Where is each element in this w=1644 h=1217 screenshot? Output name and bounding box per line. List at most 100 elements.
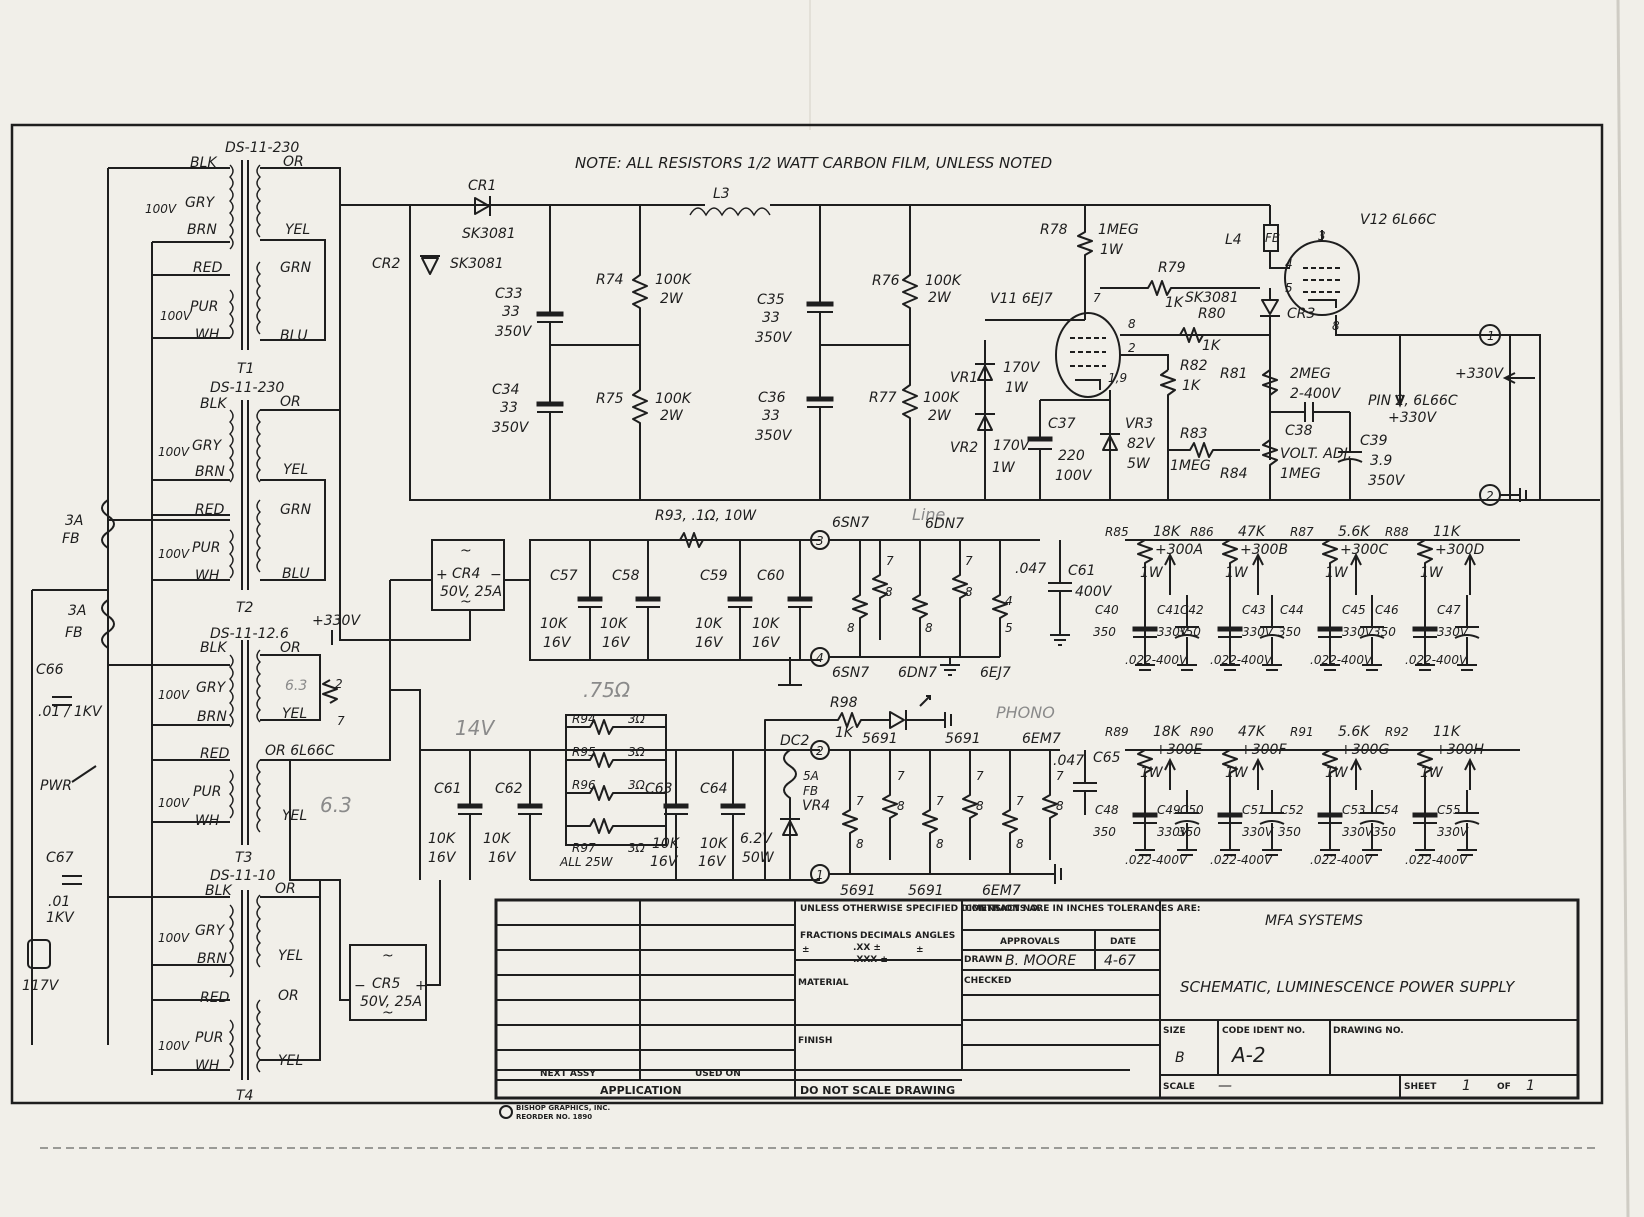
svg-text:33: 33 xyxy=(762,310,780,326)
svg-text:BISHOP GRAPHICS, INC.: BISHOP GRAPHICS, INC. xyxy=(516,1104,610,1112)
svg-text:10K: 10K xyxy=(652,836,681,852)
svg-text:6EM7: 6EM7 xyxy=(1022,731,1061,747)
svg-text:R95: R95 xyxy=(572,745,596,759)
divider-bottom-resistor-watt: 1W xyxy=(1140,765,1164,781)
svg-text:R76: R76 xyxy=(872,273,900,289)
svg-text:10K: 10K xyxy=(483,831,512,847)
svg-text:SCALE: SCALE xyxy=(1163,1082,1195,1092)
transformer-t1: DS-11-230 BLK OR 100V GRY BRN YEL RED GR… xyxy=(145,140,312,377)
svg-text:+330V: +330V xyxy=(1388,410,1437,426)
divider-top-resistor-value: 5.6K xyxy=(1338,524,1371,540)
svg-text:DS-11-12.6: DS-11-12.6 xyxy=(210,626,289,642)
svg-text:C60: C60 xyxy=(757,568,785,584)
svg-text:117V: 117V xyxy=(22,978,60,994)
svg-text:SK3081: SK3081 xyxy=(462,226,516,242)
svg-text:C57: C57 xyxy=(550,568,578,584)
svg-text:16V: 16V xyxy=(602,635,631,651)
divider-top-cap-ref: C43 xyxy=(1242,603,1266,617)
svg-text:7: 7 xyxy=(965,554,973,568)
svg-text:400V: 400V xyxy=(1075,584,1113,600)
svg-text:USED ON: USED ON xyxy=(695,1069,741,1079)
divider-bottom-resistor-ref: R92 xyxy=(1385,725,1409,739)
divider-top-cap-value: 350 xyxy=(1278,625,1301,639)
svg-text:R96: R96 xyxy=(572,778,596,792)
divider-bottom-cap-ref: C51 xyxy=(1242,803,1266,817)
svg-text:100V: 100V xyxy=(145,202,177,216)
svg-text:CR3: CR3 xyxy=(1287,306,1315,322)
divider-bottom-tap-label: +300E xyxy=(1155,742,1202,758)
svg-text:APPROVALS: APPROVALS xyxy=(1000,937,1060,947)
svg-text:16V: 16V xyxy=(698,854,727,870)
svg-text:1: 1 xyxy=(816,868,824,882)
divider-top-resistor-ref: R88 xyxy=(1385,525,1409,539)
svg-text:R77: R77 xyxy=(869,390,897,406)
divider-top-bypass-value: .022-400V xyxy=(1405,653,1468,667)
svg-text:PUR: PUR xyxy=(192,540,220,556)
svg-text:8: 8 xyxy=(1056,799,1064,813)
svg-text:1K: 1K xyxy=(1202,338,1222,354)
svg-text:APPLICATION: APPLICATION xyxy=(600,1084,682,1097)
svg-text:3Ω: 3Ω xyxy=(628,712,646,726)
svg-text:1,9: 1,9 xyxy=(1108,371,1127,385)
svg-text:YEL: YEL xyxy=(285,222,310,238)
divider-top-resistor-value: 11K xyxy=(1433,524,1462,540)
divider-top-resistor-value: 47K xyxy=(1238,524,1267,540)
svg-text:6.2V: 6.2V xyxy=(740,831,773,847)
svg-text:10K: 10K xyxy=(600,616,629,632)
svg-text:R78: R78 xyxy=(1040,222,1068,238)
svg-text:.XX ±: .XX ± xyxy=(853,943,881,953)
divider-top-cap-ref: C42 xyxy=(1180,603,1204,617)
divider-top-2 xyxy=(1217,539,1285,671)
svg-text:DECIMALS: DECIMALS xyxy=(860,931,912,941)
svg-text:100V: 100V xyxy=(160,309,192,323)
svg-text:6SN7: 6SN7 xyxy=(832,515,869,531)
divider-bottom-bypass-value: .022-400V xyxy=(1405,853,1468,867)
svg-text:7: 7 xyxy=(897,769,905,783)
svg-text:7: 7 xyxy=(856,794,864,808)
svg-text:CR5: CR5 xyxy=(372,976,401,992)
divider-network-top xyxy=(1125,539,1520,671)
divider-bottom-cap-value: 330V xyxy=(1157,825,1189,839)
svg-text:ALL 25W: ALL 25W xyxy=(559,855,614,869)
svg-text:OR: OR xyxy=(278,988,299,1004)
svg-text:C65: C65 xyxy=(1093,750,1121,766)
svg-text:CR2: CR2 xyxy=(372,256,401,272)
svg-text:REORDER NO. 1890: REORDER NO. 1890 xyxy=(516,1113,592,1121)
svg-text:−: − xyxy=(490,567,502,583)
svg-text:3Ω: 3Ω xyxy=(628,745,646,759)
svg-text:C63: C63 xyxy=(645,781,673,797)
svg-text:7: 7 xyxy=(1016,794,1024,808)
svg-text:V12 6L66C: V12 6L66C xyxy=(1360,212,1436,228)
divider-top-cap-ref: C44 xyxy=(1280,603,1304,617)
svg-text:UNLESS OTHERWISE SPECIFIED DIM: UNLESS OTHERWISE SPECIFIED DIMENSIONS AR… xyxy=(800,904,1200,914)
svg-text:1: 1 xyxy=(1487,329,1495,343)
cap-c60 xyxy=(787,540,813,660)
svg-text:4-67: 4-67 xyxy=(1104,953,1136,969)
svg-text:8: 8 xyxy=(936,837,944,851)
svg-text:C38: C38 xyxy=(1285,423,1313,439)
svg-text:6EJ7: 6EJ7 xyxy=(980,665,1011,681)
general-note: NOTE: ALL RESISTORS 1/2 WATT CARBON FILM… xyxy=(575,154,1052,172)
svg-text:YEL: YEL xyxy=(282,706,307,722)
svg-text:10K: 10K xyxy=(540,616,569,632)
svg-text:GRY: GRY xyxy=(185,195,216,211)
divider-top-cap-ref: C45 xyxy=(1342,603,1366,617)
transformer-t4: DS-11-10 BLK OR 100V GRY BRN YEL RED OR … xyxy=(158,868,303,1104)
svg-text:.XXX ±: .XXX ± xyxy=(853,955,888,965)
svg-text:.01: .01 xyxy=(48,894,70,910)
divider-bottom-cap-ref: C52 xyxy=(1280,803,1304,817)
svg-text:VOLT. ADJ.: VOLT. ADJ. xyxy=(1280,446,1352,462)
svg-text:33: 33 xyxy=(502,304,520,320)
svg-text:C62: C62 xyxy=(495,781,523,797)
svg-text:2-400V: 2-400V xyxy=(1290,386,1342,402)
svg-text:YEL: YEL xyxy=(283,462,308,478)
svg-text:4: 4 xyxy=(1005,594,1013,608)
svg-text:BLK: BLK xyxy=(200,396,228,412)
svg-text:BLU: BLU xyxy=(280,328,308,344)
svg-text:3A: 3A xyxy=(68,603,86,619)
svg-text:82V: 82V xyxy=(1127,436,1156,452)
svg-text:OF: OF xyxy=(1497,1082,1511,1092)
svg-text:FB: FB xyxy=(1265,231,1280,245)
svg-text:C58: C58 xyxy=(612,568,640,584)
